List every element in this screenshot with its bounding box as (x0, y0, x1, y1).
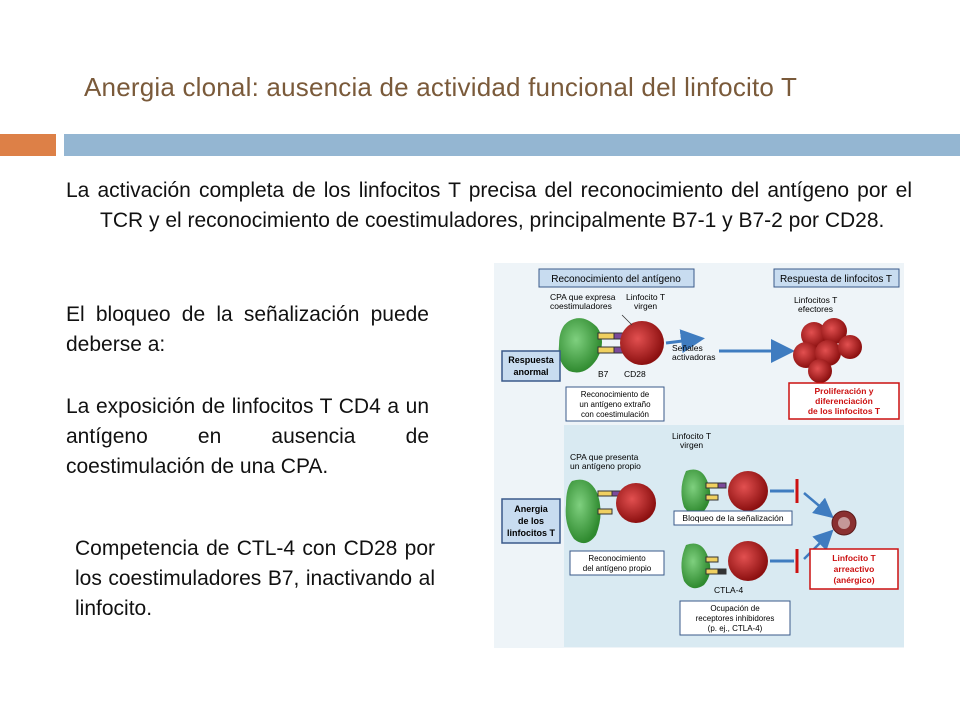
anergic-tcell-box (809, 548, 899, 590)
proliferation-label-2: diferenciación (815, 396, 873, 406)
anergy-label-2: de los (518, 516, 544, 526)
tcell-response-box (773, 268, 900, 288)
apc-self-label: CPA que presenta (570, 452, 639, 462)
antigen-recognition-label: Reconocimiento del antígeno (551, 274, 681, 285)
self-antigen-label-2: del antígeno propio (583, 564, 652, 573)
anergy-label-1: Anergia (514, 504, 549, 514)
proliferation-label-1: Proliferación y (814, 386, 873, 396)
apc-cell-self (565, 479, 601, 544)
inhibitory-label-3: (p. ej., CTLA-4) (708, 624, 763, 633)
anergy-diagram: Reconocimiento del antígeno Respuesta de… (494, 263, 904, 648)
tcell-anergy-1 (728, 471, 768, 511)
intro-paragraph: La activación completa de los linfocitos… (66, 179, 912, 232)
apc-costim-label: CPA que expresa (550, 292, 616, 302)
naive-tcell-label-2: virgen (634, 301, 657, 311)
anergic-tcell (831, 510, 857, 536)
cd4-exposure-paragraph: La exposición de linfocitos T CD4 a un a… (66, 395, 429, 478)
anergy-label-3: linfocitos T (507, 528, 555, 538)
self-antigen-box (569, 550, 665, 576)
self-antigen-label-1: Reconocimiento (588, 554, 646, 563)
receptor-pairs-top (597, 332, 625, 354)
ctla4-competition-paragraph: Competencia de CTL-4 con CD28 por los co… (75, 537, 435, 620)
naive-tcell-b-label: Linfocito T (672, 431, 711, 441)
effector-tcell-label: Linfocitos T (794, 295, 837, 305)
effector-tcell-label-2: efectores (798, 304, 833, 314)
naive-tcell-top (620, 321, 664, 365)
anergic-label-1: Linfocito T (832, 553, 876, 563)
abnormal-response-label-2: anormal (513, 367, 548, 377)
signals-label-2: activadoras (672, 352, 715, 362)
antigen-recognition-box (538, 268, 695, 288)
inhibitory-receptor-box (679, 600, 791, 636)
b7-label: B7 (598, 369, 609, 379)
signal-block-box (673, 510, 793, 526)
proliferation-label-3: de los linfocitos T (808, 406, 881, 416)
inhibitory-label-1: Ocupación de (710, 604, 760, 613)
tcell-anergy-2 (728, 541, 768, 581)
foreign-antigen-box (565, 386, 665, 422)
signal-block-label: Bloqueo de la señalización (682, 513, 783, 523)
cd28-label: CD28 (624, 369, 646, 379)
proliferation-box (788, 382, 900, 420)
apc-self-label-2: un antígeno propio (570, 461, 641, 471)
signals-label: Señales (672, 343, 703, 353)
naive-tcell-label: Linfocito T (626, 292, 665, 302)
arrow-to-anergic-1 (803, 492, 834, 519)
accent-bar-orange (0, 134, 56, 156)
foreign-antigen-label-1: Reconocimiento de (581, 390, 650, 399)
apc-cell-anergy-1 (681, 469, 711, 515)
ctla4-label: CTLA-4 (714, 585, 744, 595)
anergy-box (501, 498, 561, 544)
accent-bar-blue (64, 134, 960, 156)
apc-costim-label-2: coestimuladores (550, 301, 612, 311)
apc-cell-top (558, 318, 602, 373)
naive-tcell-b-label-2: virgen (680, 440, 703, 450)
anergic-label-3: (anérgico) (833, 575, 874, 585)
tcell-self (616, 483, 656, 523)
effector-cell-cluster (793, 318, 862, 383)
anergic-label-2: arreactivo (834, 564, 875, 574)
inhibitory-label-2: receptores inhibidores (696, 614, 775, 623)
foreign-antigen-label-2: un antígeno extraño (579, 400, 651, 409)
abnormal-response-box (501, 350, 561, 382)
arrow-to-anergic-2 (803, 529, 834, 560)
foreign-antigen-label-3: con coestimulación (581, 410, 649, 419)
tcell-response-label: Respuesta de linfocitos T (780, 274, 892, 285)
blocking-paragraph: El bloqueo de la señalización puede debe… (66, 303, 429, 356)
abnormal-response-label: Respuesta (508, 355, 555, 365)
page-title: Anergia clonal: ausencia de actividad fu… (84, 72, 798, 102)
activation-arrow (665, 329, 705, 354)
apc-cell-anergy-2 (681, 543, 711, 589)
